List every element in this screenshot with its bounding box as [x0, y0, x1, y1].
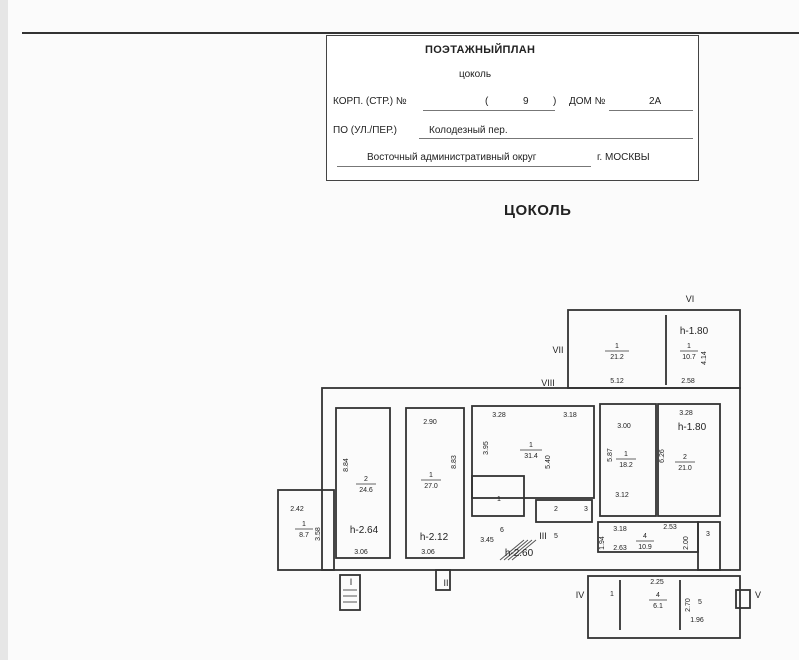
- room-dimension: 2.70: [685, 598, 692, 612]
- room-dimension: 2.58: [681, 378, 695, 385]
- room-area: 10.9: [638, 544, 652, 551]
- room-number: 1: [429, 472, 433, 479]
- room-area: 24.6: [359, 487, 373, 494]
- room-number: 6: [500, 527, 504, 534]
- room-number: 5: [554, 533, 558, 540]
- room-number: 2: [683, 454, 687, 461]
- room-number: 1: [302, 521, 306, 528]
- room-number: 1: [497, 496, 501, 503]
- room-dimension: 2.25: [650, 579, 664, 586]
- height-label: h-2.60: [505, 548, 534, 559]
- dom-underline: [609, 110, 693, 111]
- mark-V: V: [755, 590, 761, 600]
- room-number: 2: [364, 476, 368, 483]
- district-underline: [337, 166, 591, 167]
- room-dimension: 2.00: [683, 536, 690, 550]
- korp-label: КОРП. (СТР.) №: [333, 96, 407, 107]
- dom-value: 2А: [649, 96, 662, 107]
- room-dimension: 8.83: [451, 455, 458, 469]
- street-underline: [419, 138, 693, 139]
- height-label: h-2.64: [350, 525, 379, 536]
- room-number: 1: [624, 451, 628, 458]
- height-label: h-1.80: [678, 422, 707, 433]
- korp-open: (: [485, 96, 489, 107]
- room-dimension: 6.26: [659, 449, 666, 463]
- mark-VI: VI: [686, 294, 695, 304]
- room-dimension: 3.28: [679, 410, 693, 417]
- korp-value: 9: [523, 96, 529, 107]
- korp-close: ): [553, 96, 557, 107]
- room-number: 1: [615, 343, 619, 350]
- mark-II: II: [443, 578, 448, 588]
- district-value: Восточный административный округ: [367, 152, 537, 163]
- room-dimension: 3.28: [492, 412, 506, 419]
- room-number: 1: [687, 343, 691, 350]
- room-dimension: 5.12: [610, 378, 624, 385]
- room-number: 3: [706, 531, 710, 538]
- room-dimension: 2.42: [290, 506, 304, 513]
- room-dimension: 5.40: [545, 455, 552, 469]
- plan-walls: [277, 309, 751, 639]
- height-label: h-2.12: [420, 532, 449, 543]
- room-number: 5: [698, 599, 702, 606]
- room-area: 18.2: [619, 462, 633, 469]
- floor-heading: ЦОКОЛЬ: [504, 202, 572, 219]
- room-area: 8.7: [299, 532, 309, 539]
- room-dimension: 1.96: [690, 617, 704, 624]
- room-area: 21.0: [678, 465, 692, 472]
- room-dimension: 3.12: [615, 492, 629, 499]
- room-area: 27.0: [424, 483, 438, 490]
- room-dimension: 3.06: [354, 549, 368, 556]
- room-dimension: 3.58: [315, 527, 322, 541]
- room-dimension: 8.84: [343, 458, 350, 472]
- stair-hatching: [343, 539, 537, 603]
- room-dimension: 5.87: [607, 448, 614, 462]
- room-number: 1: [529, 442, 533, 449]
- room-area: 21.2: [610, 354, 624, 361]
- mark-I: I: [350, 577, 353, 587]
- room-dimension: 2.53: [663, 524, 677, 531]
- street-label: ПО (УЛ./ПЕР.): [333, 125, 397, 136]
- room-number: 4: [643, 533, 647, 540]
- stamp-floor: цоколь: [459, 69, 492, 80]
- room-dimension: 2.90: [423, 419, 437, 426]
- room-number: 3: [584, 506, 588, 513]
- room-dimension: 2.63: [613, 545, 627, 552]
- room-dimension: 3.95: [483, 441, 490, 455]
- mark-VII: VII: [552, 345, 563, 355]
- dom-label: ДОМ №: [569, 96, 606, 107]
- mark-III: III: [539, 531, 547, 541]
- height-label: h-1.80: [680, 326, 709, 337]
- street-value: Колодезный пер.: [429, 125, 508, 136]
- room-dimension: 4.14: [701, 351, 708, 365]
- room-number: 4: [656, 592, 660, 599]
- mark-IV: IV: [576, 590, 585, 600]
- room-dimension: 3.45: [480, 537, 494, 544]
- room-dimension: 3.18: [613, 526, 627, 533]
- room-dimension: 3.00: [617, 423, 631, 430]
- room-area: 10.7: [682, 354, 696, 361]
- room-dimension: 3.18: [563, 412, 577, 419]
- room-dimension: 1.94: [599, 536, 606, 550]
- room-area: 31.4: [524, 453, 538, 460]
- page-left-edge: [0, 0, 8, 660]
- city: г. МОСКВЫ: [597, 152, 650, 163]
- korp-underline: [423, 110, 555, 111]
- room-dimension: 3.06: [421, 549, 435, 556]
- header-rule: [22, 32, 799, 34]
- title-block: ПОЭТАЖНЫЙПЛАН цоколь КОРП. (СТР.) № ( 9 …: [326, 35, 699, 181]
- room-number: 2: [554, 506, 558, 513]
- stamp-title: ПОЭТАЖНЫЙПЛАН: [425, 44, 536, 56]
- room-area: 6.1: [653, 603, 663, 610]
- room-number: 1: [610, 591, 614, 598]
- mark-VIII: VIII: [541, 378, 555, 388]
